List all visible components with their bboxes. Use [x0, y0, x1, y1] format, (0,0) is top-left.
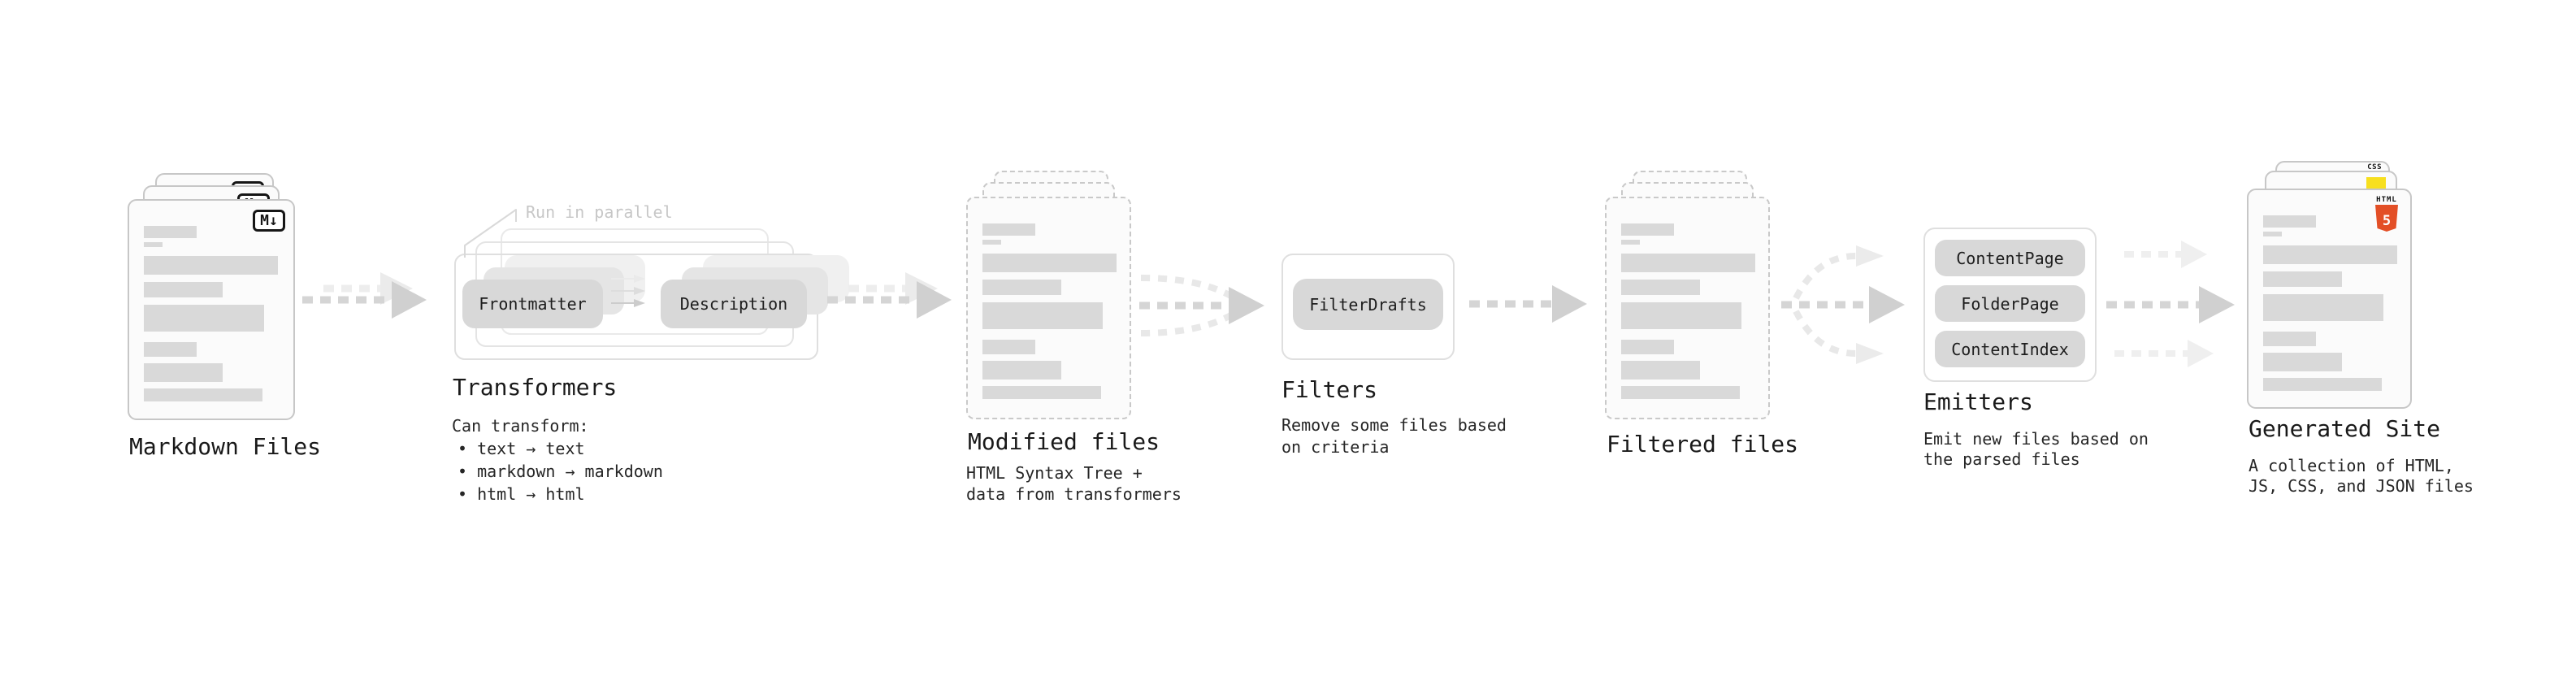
node-frontmatter: Frontmatter: [462, 280, 603, 328]
filters-description: Remove some files based on criteria: [1281, 414, 1507, 458]
content-bar: [2263, 232, 2282, 236]
desc-line: JS, CSS, and JSON files: [2249, 476, 2474, 496]
content-bar: [982, 340, 1035, 354]
content-bar: [982, 240, 1001, 245]
content-bar: [144, 305, 264, 332]
content-bar: [982, 280, 1061, 295]
content-bar: [1621, 254, 1755, 272]
css-label: CSS: [2367, 163, 2382, 171]
desc-line: A collection of HTML,: [2249, 456, 2454, 475]
content-bar: [144, 242, 163, 247]
parallel-arrows-icon: [611, 275, 645, 307]
flow-arrow-transformers-to-modified: [827, 272, 952, 319]
emitters-box: ContentPage FolderPage ContentIndex: [1923, 228, 2097, 382]
node-filterdrafts: FilterDrafts: [1293, 279, 1443, 330]
content-bar: [1621, 223, 1674, 236]
stage-title-markdown: Markdown Files: [129, 433, 322, 460]
stage-modified-files: [966, 171, 1161, 423]
content-bar: [2263, 378, 2382, 391]
split-arrow-filtered-to-emitters: [1781, 245, 1905, 364]
node-description: Description: [661, 280, 807, 328]
html5-label: HTML: [2376, 196, 2397, 204]
transformers-desc-heading: Can transform:: [452, 416, 589, 436]
content-bar: [2263, 332, 2316, 346]
generated-description: A collection of HTML, JS, CSS, and JSON …: [2249, 456, 2474, 497]
stage-title-transformers: Transformers: [453, 374, 618, 401]
node-contentpage: ContentPage: [1935, 240, 2085, 276]
flow-arrow-filters-to-filtered: [1469, 285, 1587, 323]
content-bar: [1621, 386, 1740, 399]
content-bar: [1621, 280, 1700, 295]
stage-title-generated: Generated Site: [2249, 415, 2441, 442]
run-in-parallel-note: Run in parallel: [526, 202, 673, 222]
content-bar: [144, 226, 197, 238]
content-bar: [982, 361, 1061, 380]
html5-icon: HTML 5: [2373, 196, 2400, 232]
desc-line: HTML Syntax Tree +: [966, 463, 1143, 483]
content-bar: [144, 342, 197, 357]
document-card-front: [966, 197, 1131, 419]
content-bar: [1621, 340, 1674, 354]
flow-arrow-markdown-to-transformers: [302, 272, 427, 319]
desc-line: data from transformers: [966, 484, 1182, 504]
stage-markdown-files: M↓ M↓ M↓: [128, 173, 331, 425]
content-bar: [1621, 302, 1741, 329]
content-bar: [2263, 215, 2316, 228]
leader-line: [464, 209, 517, 258]
document-card-front: HTML 5: [2247, 189, 2412, 409]
desc-line: the parsed files: [1923, 449, 2080, 469]
bullet-item: • html → html: [458, 484, 585, 504]
stage-filtered-files: [1605, 171, 1800, 423]
content-bar: [2263, 294, 2383, 321]
node-folderpage: FolderPage: [1935, 285, 2085, 322]
emitters-description: Emit new files based on the parsed files: [1923, 429, 2149, 470]
svg-text:5: 5: [2383, 213, 2391, 229]
content-bar: [1621, 240, 1640, 245]
document-card-front: M↓: [128, 199, 295, 420]
merge-arrow-modified-to-filters: [1139, 275, 1264, 336]
stage-title-filtered: Filtered files: [1607, 431, 1799, 458]
flow-arrows-emitters-to-generated: [2106, 241, 2235, 367]
content-bar: [144, 282, 223, 297]
content-bar: [982, 386, 1101, 399]
bullet-item: • markdown → markdown: [458, 462, 663, 481]
modified-description: HTML Syntax Tree + data from transformer…: [966, 462, 1182, 505]
desc-line: Emit new files based on: [1923, 429, 2149, 449]
stage-generated-site: CSS HTML 5: [2247, 161, 2442, 413]
content-bar: [982, 223, 1035, 236]
desc-line: on criteria: [1281, 437, 1390, 457]
content-bar: [2263, 271, 2342, 287]
content-bar: [2263, 353, 2342, 371]
content-bar: [144, 363, 223, 382]
stage-title-modified: Modified files: [968, 428, 1160, 455]
content-bar: [982, 302, 1103, 329]
content-bar: [2263, 245, 2397, 264]
content-bar: [1621, 361, 1700, 380]
markdown-icon: M↓: [253, 210, 285, 232]
content-bar: [144, 388, 262, 401]
document-card-front: [1605, 197, 1770, 419]
node-contentindex: ContentIndex: [1935, 331, 2085, 367]
content-bar: [144, 256, 278, 275]
desc-line: Remove some files based: [1281, 415, 1507, 435]
stage-title-filters: Filters: [1281, 376, 1378, 403]
stage-title-emitters: Emitters: [1923, 388, 2033, 415]
content-bar: [982, 254, 1117, 272]
transformers-bullets: • text → text • markdown → markdown • ht…: [458, 437, 663, 505]
bullet-item: • text → text: [458, 439, 585, 458]
